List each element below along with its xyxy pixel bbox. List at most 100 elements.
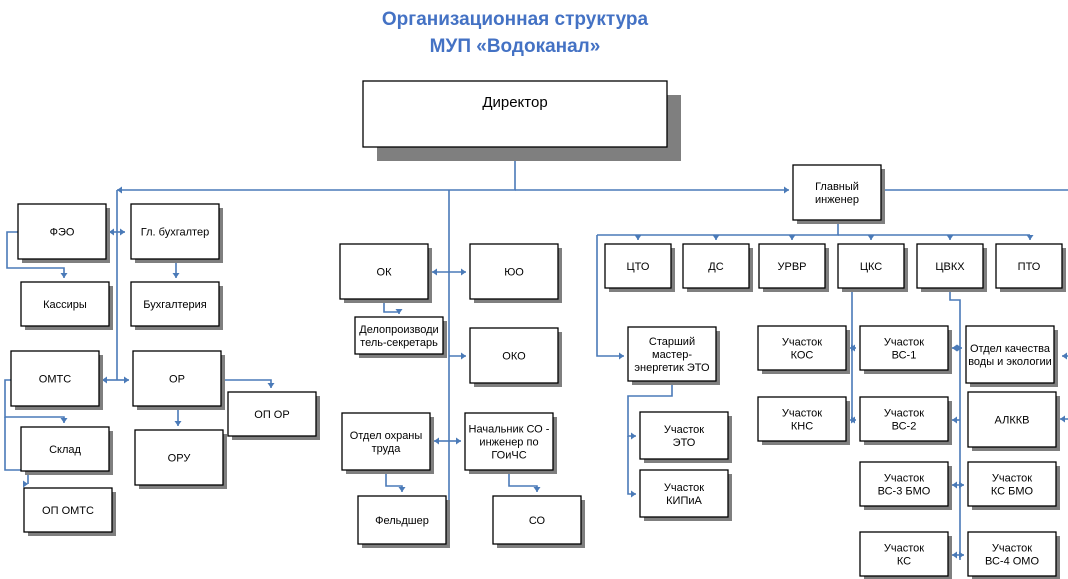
connector-arrowhead bbox=[867, 235, 875, 240]
box-frame bbox=[464, 412, 554, 471]
box-frame bbox=[469, 243, 559, 300]
chart-title-line-1: Организационная структура bbox=[382, 9, 649, 30]
box-frame bbox=[967, 461, 1057, 507]
connector-arrowhead bbox=[952, 344, 957, 352]
connector-arrowhead bbox=[533, 487, 541, 492]
node-label: Кассиры bbox=[43, 299, 87, 311]
node-oru: ОРУ bbox=[134, 429, 227, 489]
node-cto: ЦТО bbox=[604, 243, 675, 292]
box-frame bbox=[967, 391, 1057, 448]
connector-arrowhead bbox=[60, 273, 68, 278]
connector-arrowhead bbox=[851, 344, 856, 352]
node-label: Старший bbox=[649, 336, 695, 348]
node-label: Директор bbox=[482, 94, 547, 111]
box-frame bbox=[859, 461, 949, 507]
box-frame bbox=[339, 243, 429, 300]
node-label: энергетик ЭТО bbox=[634, 362, 710, 374]
node-label: ОП ОР bbox=[254, 409, 289, 421]
box-frame bbox=[792, 164, 882, 221]
box-frame bbox=[965, 325, 1055, 384]
connector-arrowhead bbox=[959, 551, 964, 559]
box-frame bbox=[357, 495, 447, 545]
node-label: КОС bbox=[791, 350, 814, 362]
box-frame bbox=[17, 203, 107, 260]
box-frame bbox=[132, 350, 222, 407]
box-frame bbox=[757, 396, 847, 442]
node-oko: ОКО bbox=[469, 327, 562, 387]
connector-arrowhead bbox=[398, 487, 406, 492]
node-label: ВС-1 bbox=[892, 350, 917, 362]
node-accounting: Бухгалтерия bbox=[130, 281, 223, 330]
connector-arrowhead bbox=[959, 481, 964, 489]
node-cks: ЦКС bbox=[837, 243, 908, 292]
node-label: Участок bbox=[884, 543, 924, 555]
node-op-omts: ОП ОМТС bbox=[23, 487, 116, 536]
box-frame bbox=[469, 327, 559, 384]
connector-line bbox=[508, 474, 538, 492]
box-frame bbox=[967, 531, 1057, 577]
connector-arrowhead bbox=[434, 437, 439, 445]
box-frame bbox=[859, 325, 949, 371]
node-label: ОКО bbox=[502, 351, 526, 363]
connector-arrowhead bbox=[1026, 235, 1034, 240]
node-label: КС БМО bbox=[991, 486, 1034, 498]
connector-line bbox=[1060, 418, 1068, 420]
box-frame bbox=[492, 495, 582, 545]
node-chief-accountant: Гл. бухгалтер bbox=[130, 203, 223, 263]
box-frame bbox=[682, 243, 750, 289]
node-label: КИПиА bbox=[666, 495, 702, 507]
node-feo: ФЭО bbox=[17, 203, 110, 263]
node-label: АЛККВ bbox=[995, 415, 1030, 427]
chart-title-line-2: МУП «Водоканал» bbox=[430, 36, 601, 57]
node-label: Склад bbox=[49, 444, 81, 456]
connector-line bbox=[949, 290, 961, 560]
node-paramedic: Фельдшер bbox=[357, 495, 450, 548]
connector-arrowhead bbox=[712, 235, 720, 240]
node-op-or: ОП ОР bbox=[227, 391, 320, 440]
connector-line bbox=[596, 235, 624, 357]
node-label: Делопроизводи bbox=[359, 324, 438, 336]
node-label: Участок bbox=[884, 408, 924, 420]
connector-arrowhead bbox=[120, 228, 125, 236]
box-frame bbox=[341, 412, 431, 471]
node-label: КС bbox=[897, 556, 911, 568]
node-label: ОП ОМТС bbox=[42, 505, 94, 517]
node-label: Фельдшер bbox=[375, 515, 429, 527]
connector-arrowhead bbox=[952, 416, 957, 424]
node-label: Участок bbox=[992, 473, 1032, 485]
node-urvr: УРВР bbox=[758, 243, 829, 292]
connector-arrowhead bbox=[788, 235, 796, 240]
box-frame bbox=[837, 243, 905, 289]
node-label: ОР bbox=[169, 374, 185, 386]
box-frame bbox=[916, 243, 984, 289]
node-label: Участок bbox=[992, 543, 1032, 555]
node-label: ВС-2 bbox=[892, 421, 917, 433]
connector-arrowhead bbox=[432, 268, 437, 276]
node-label: КНС bbox=[791, 421, 813, 433]
box-frame bbox=[627, 326, 717, 382]
connector-arrowhead bbox=[631, 490, 636, 498]
connector-line bbox=[224, 379, 272, 388]
connector-arrowhead bbox=[23, 480, 28, 488]
box-frame bbox=[639, 469, 729, 518]
node-label: Участок bbox=[664, 482, 704, 494]
node-cashiers: Кассиры bbox=[20, 281, 113, 330]
node-sklad: Склад bbox=[20, 426, 113, 475]
node-label: ДС bbox=[708, 261, 723, 273]
node-label: тель-секретарь bbox=[360, 337, 438, 349]
box-frame bbox=[130, 281, 220, 327]
node-label: ЦТО bbox=[627, 261, 650, 273]
node-ok: ОК bbox=[339, 243, 432, 303]
